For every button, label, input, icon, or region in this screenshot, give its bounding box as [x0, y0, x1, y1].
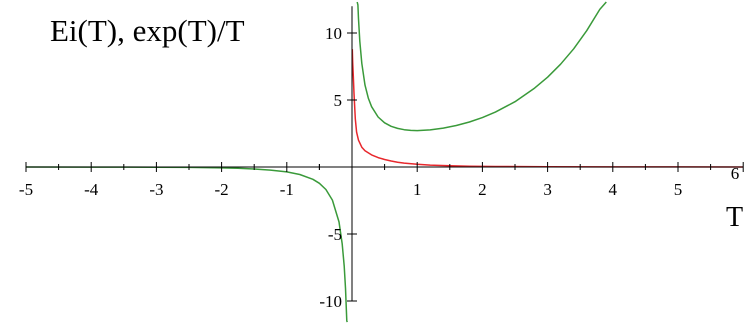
- x-tick-label-5: 5: [674, 180, 683, 199]
- series-0-segment-0-line: [25, 166, 349, 323]
- x-tick-label--4: -4: [84, 180, 99, 199]
- y-tick-label-5: 5: [334, 91, 343, 110]
- chart-ticks: [25, 32, 744, 302]
- x-tick-label--1: -1: [280, 180, 294, 199]
- chart-tick-labels: -5 -4 -3 -2 -1 1 2 3 4 5 6 -10 -5 5 10: [19, 24, 739, 311]
- x-tick-label-6: 6: [731, 164, 740, 183]
- x-tick-label-3: 3: [543, 180, 552, 199]
- x-tick-label--2: -2: [215, 180, 229, 199]
- chart-curves: [25, 1, 744, 323]
- x-tick-label-2: 2: [478, 180, 487, 199]
- series-1-segment-0-line: [351, 49, 744, 168]
- chart-axes: [26, 6, 744, 301]
- x-tick-label-4: 4: [609, 180, 618, 199]
- y-tick-label--5: -5: [328, 225, 342, 244]
- y-tick-label-10: 10: [325, 24, 342, 43]
- series-0-segment-1-line: [356, 1, 607, 132]
- x-tick-label-1: 1: [413, 180, 422, 199]
- x-tick-label--5: -5: [19, 180, 33, 199]
- chart-title: Ei(T), exp(T)/T: [50, 13, 245, 48]
- y-tick-label--10: -10: [319, 292, 342, 311]
- x-axis-label: T: [726, 202, 743, 233]
- x-tick-label--3: -3: [149, 180, 163, 199]
